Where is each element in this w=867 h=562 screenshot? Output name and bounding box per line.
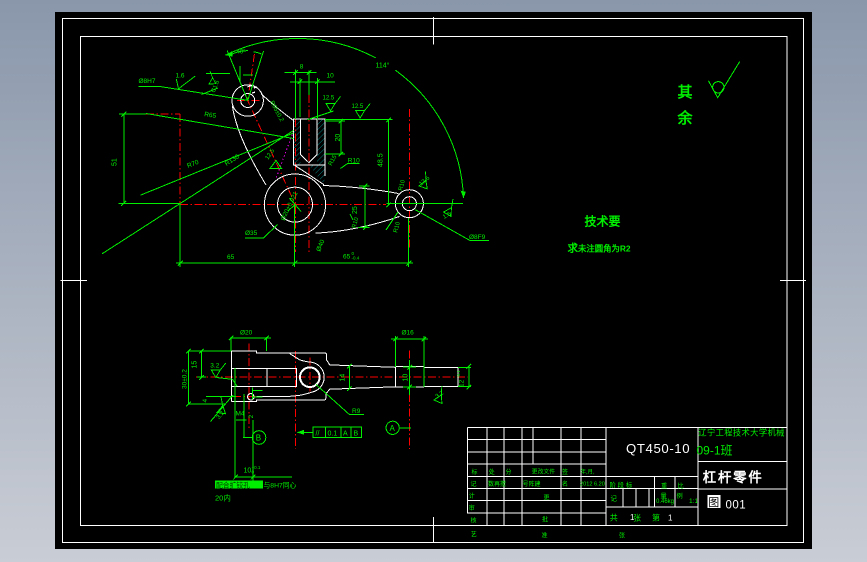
svg-text:共: 共 [610, 514, 618, 523]
svg-text:0.46kg: 0.46kg [656, 499, 674, 505]
svg-text:B: B [256, 434, 261, 443]
svg-text:3.2: 3.2 [216, 410, 226, 421]
svg-text:1.6: 1.6 [442, 211, 453, 221]
svg-text:48.5: 48.5 [378, 153, 385, 167]
svg-text:30±0.2: 30±0.2 [182, 369, 189, 389]
svg-text:R10: R10 [393, 221, 402, 234]
svg-text:数再搅: 数再搅 [488, 480, 506, 488]
svg-text:-0.4: -0.4 [352, 256, 360, 261]
svg-text:1:1: 1:1 [689, 498, 698, 505]
svg-text:R10: R10 [398, 179, 407, 192]
svg-text:处: 处 [489, 468, 495, 476]
svg-text:R65: R65 [204, 111, 217, 120]
svg-text:记: 记 [471, 481, 477, 488]
svg-text:第: 第 [652, 513, 660, 523]
svg-text:更: 更 [544, 495, 550, 502]
svg-text:分: 分 [506, 468, 512, 476]
svg-text:Ø16: Ø16 [402, 330, 415, 337]
svg-text:张: 张 [633, 514, 641, 523]
svg-text:R9: R9 [352, 408, 361, 415]
svg-text:A: A [390, 424, 396, 433]
svg-text:0: 0 [252, 470, 255, 475]
svg-text:65: 65 [343, 254, 351, 261]
svg-text:名: 名 [562, 480, 568, 488]
svg-text:批: 批 [542, 516, 548, 524]
svg-text:114°: 114° [376, 62, 390, 70]
svg-text:艺: 艺 [471, 531, 477, 539]
svg-text:12: 12 [459, 379, 466, 387]
svg-text:+0.1: +0.1 [252, 465, 261, 470]
svg-text:1: 1 [630, 513, 635, 522]
svg-text:余: 余 [677, 109, 694, 127]
svg-text:计: 计 [469, 492, 475, 500]
svg-text:R10: R10 [352, 216, 361, 229]
svg-text:1.6: 1.6 [176, 73, 185, 80]
svg-text:-0.1: -0.1 [456, 370, 461, 378]
svg-text:QT450-10: QT450-10 [626, 441, 690, 456]
svg-text:例: 例 [677, 492, 683, 500]
svg-text:C1.5: C1.5 [211, 79, 222, 94]
svg-text:R15: R15 [328, 154, 339, 167]
svg-text:001: 001 [726, 500, 747, 512]
svg-text:标: 标 [472, 468, 478, 476]
svg-text:A: A [343, 431, 348, 438]
svg-text:与8H7同心: 与8H7同心 [264, 481, 297, 489]
svg-text:Ø35: Ø35 [245, 230, 258, 237]
svg-text:R70: R70 [186, 159, 200, 170]
svg-text:更改文件: 更改文件 [532, 468, 555, 476]
svg-text:阶 段 标: 阶 段 标 [610, 480, 633, 489]
svg-text:重: 重 [661, 482, 667, 490]
svg-text:12.5: 12.5 [323, 96, 335, 102]
svg-text:准: 准 [542, 532, 548, 540]
svg-text:量: 量 [661, 493, 667, 500]
svg-text:09-1班: 09-1班 [697, 444, 733, 458]
svg-text:Ø20: Ø20 [240, 330, 253, 337]
svg-text:年,月,: 年,月, [581, 468, 596, 476]
svg-text:Ø8F9: Ø8F9 [469, 234, 486, 241]
svg-text:杠杆零件: 杠杆零件 [703, 469, 764, 485]
svg-text:12.5: 12.5 [265, 148, 277, 162]
svg-text:配合扩铰孔: 配合扩铰孔 [216, 480, 250, 489]
svg-text:签: 签 [562, 468, 568, 476]
svg-text:2: 2 [248, 414, 255, 418]
svg-text:3.2: 3.2 [210, 363, 219, 370]
svg-text:0: 0 [352, 251, 355, 256]
svg-text:R10: R10 [348, 157, 360, 164]
svg-text:15: 15 [192, 361, 199, 369]
svg-text:Ø40: Ø40 [315, 238, 326, 252]
svg-text:张: 张 [619, 532, 625, 540]
svg-text:40°: 40° [237, 50, 247, 56]
svg-text:10: 10 [403, 374, 410, 382]
svg-text:Ø8H7: Ø8H7 [139, 78, 156, 85]
svg-text:10: 10 [327, 73, 335, 80]
svg-text:20: 20 [335, 134, 342, 142]
svg-text:20内: 20内 [215, 493, 231, 503]
svg-text:65: 65 [227, 254, 235, 261]
svg-text:14: 14 [340, 374, 347, 382]
svg-text:求未注圆角为R2: 求未注圆角为R2 [568, 242, 631, 255]
svg-text:0.1: 0.1 [328, 431, 338, 438]
svg-text:1: 1 [668, 514, 673, 523]
svg-text://: // [316, 431, 320, 438]
svg-text:10: 10 [244, 468, 252, 475]
svg-text:2012 6.20: 2012 6.20 [580, 482, 605, 488]
svg-text:M4: M4 [236, 411, 245, 418]
svg-text:其: 其 [678, 83, 693, 101]
svg-text:审: 审 [469, 504, 475, 512]
svg-text:比: 比 [678, 482, 684, 490]
svg-text:51: 51 [112, 158, 119, 166]
svg-text:12.5: 12.5 [352, 104, 364, 110]
svg-text:B: B [354, 431, 359, 438]
svg-text:4: 4 [202, 399, 209, 403]
svg-text:25: 25 [352, 206, 359, 214]
svg-text:辽宁工程技术大学机械: 辽宁工程技术大学机械 [698, 428, 784, 438]
svg-text:号阵建: 号阵建 [523, 480, 541, 488]
svg-text:3.2: 3.2 [435, 390, 446, 400]
svg-text:记: 记 [611, 495, 618, 503]
svg-text:核: 核 [471, 516, 477, 524]
svg-text:8: 8 [300, 64, 304, 71]
svg-text:图: 图 [708, 496, 719, 509]
svg-text:技术要: 技术要 [585, 214, 621, 229]
